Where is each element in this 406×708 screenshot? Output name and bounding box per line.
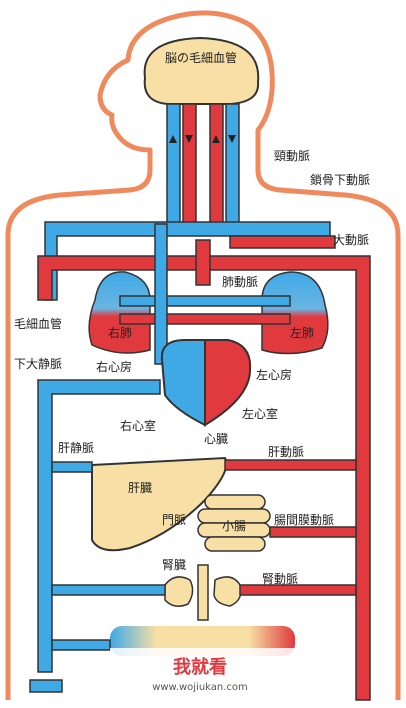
neck-vessels [166,103,240,225]
capillaries-label: 毛細血管 [14,316,62,331]
left-atrium-label: 左心房 [256,367,292,382]
watermark-logo: 我就看 [173,656,227,678]
small-intestine [197,494,271,552]
left-lung-label: 左肺 [290,325,314,340]
renal-artery-label: 腎動脈 [262,572,298,586]
mesenteric-artery-label: 腸間膜動脈 [274,513,334,527]
abdominal-veins [51,461,166,651]
left-ventricle-label: 左心室 [242,406,278,421]
kidneys [164,564,242,621]
watermark-url: www.wojiukan.com [152,682,248,693]
right-ventricle-label: 右心室 [120,418,156,433]
liver: 肝臓 [91,456,228,552]
heart [160,339,252,427]
upper-vessels [37,221,371,701]
brain-capillaries-label: 脳の毛細血管 [165,50,237,65]
inferior-vena-cava-label: 下大静脈 [14,357,62,371]
brain: 脳の毛細血管 [143,36,260,105]
right-atrium-label: 右心房 [96,359,132,374]
right-lung [88,271,151,354]
pulmonary-artery-label: 肺動脈 [222,275,258,289]
hepatic-artery-label: 肝動脈 [268,445,304,459]
body-outline [5,10,401,700]
abdominal-arteries [224,459,357,596]
carotid-artery-label: 頸動脈 [274,149,310,163]
liver-label: 肝臓 [128,481,152,495]
inferior-vena-cava-vessel [29,379,161,693]
left-lung [261,271,329,355]
kidney-label: 腎臓 [162,558,186,572]
heart-label: 心臓 [204,432,228,446]
right-lung-label: 右肺 [108,325,132,340]
hepatic-vein-label: 肝静脈 [58,441,94,455]
small-intestine-label: 小腸 [222,519,246,533]
portal-vein-label: 門脈 [162,513,186,527]
watermark: 我就看 www.wojiukan.com [110,648,295,698]
lungs [88,271,329,355]
aorta-label: 大動脈 [333,233,369,247]
pulmonary-vessels [119,223,291,365]
neck-arrows [169,135,236,143]
subclavian-artery-label: 鎖骨下動脈 [310,172,370,187]
